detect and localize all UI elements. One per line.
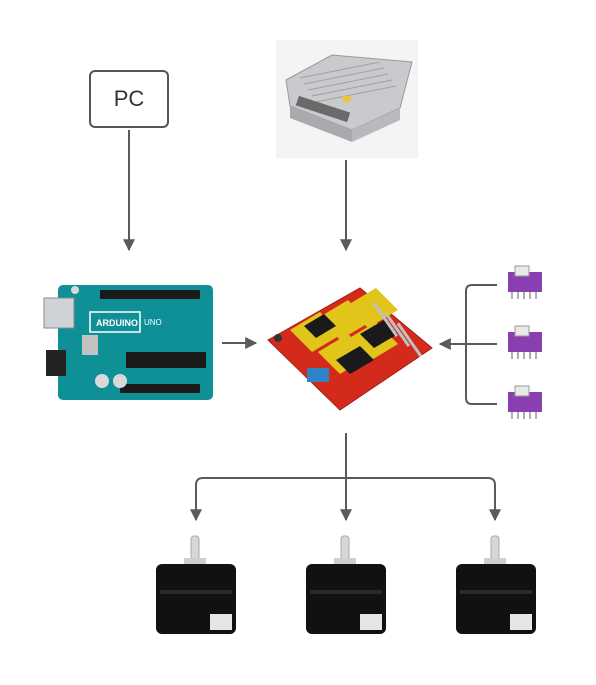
power-supply (276, 40, 418, 158)
arduino-uno-board: ARDUINO UNO (43, 285, 213, 400)
pc-box: PC (89, 70, 169, 128)
pc-label: PC (113, 86, 145, 111)
stepper-driver-1 (508, 265, 542, 299)
motor-branch-left (190, 477, 346, 522)
stepper-motor-2 (306, 535, 386, 634)
cnc-shield-board (267, 287, 433, 411)
motor-branch-right (346, 477, 501, 522)
stepper-driver-3 (508, 385, 542, 419)
arduino-brand-text: ARDUINO (96, 318, 138, 328)
stepper-motor-1 (156, 535, 236, 634)
stepper-motor-3 (456, 535, 536, 634)
arduino-model-text: UNO (144, 318, 162, 327)
stepper-driver-2 (508, 325, 542, 359)
